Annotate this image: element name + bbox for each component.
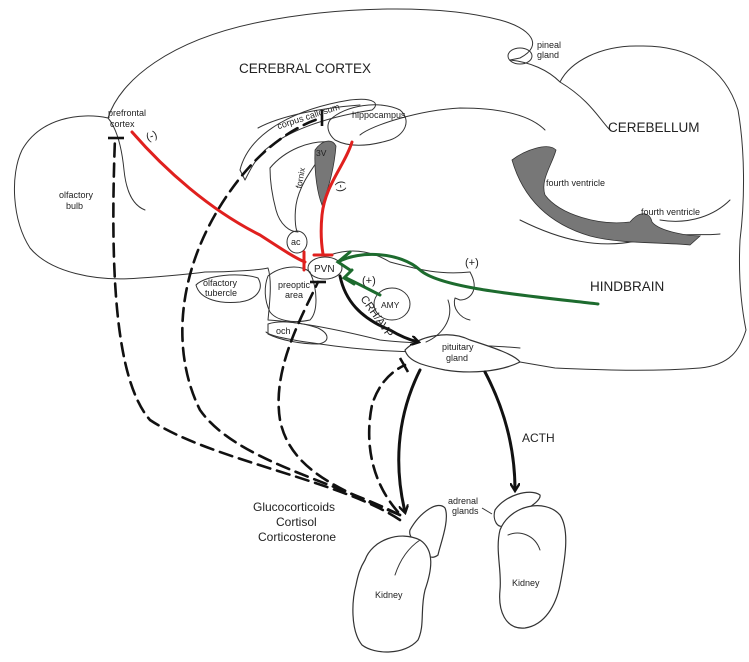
amy-label: AMY bbox=[381, 300, 400, 310]
hindbrain-excitation-sign: (+) bbox=[465, 257, 479, 269]
hippocampus-label: hippocampus bbox=[352, 110, 406, 120]
olfactory-bulb-label-2: bulb bbox=[66, 201, 83, 211]
cortisol-label: Cortisol bbox=[276, 515, 317, 529]
third-ventricle-label: 3V bbox=[316, 148, 327, 158]
pineal-gland-label-1: pineal bbox=[537, 40, 561, 50]
feedback-prefrontal bbox=[113, 138, 400, 520]
fourth-ventricle-label-2: fourth ventricle bbox=[641, 207, 700, 217]
prefrontal-cortex-label-2: cortex bbox=[110, 119, 135, 129]
acth-label: ACTH bbox=[522, 431, 555, 445]
prefrontal-inhibition-sign: (-) bbox=[145, 129, 159, 144]
prefrontal-cortex-label-1: prefrontal bbox=[108, 108, 146, 118]
prefrontal-inhibition-line bbox=[132, 132, 305, 262]
och-label: och bbox=[276, 326, 291, 336]
hindbrain-label: HINDBRAIN bbox=[590, 279, 664, 294]
cerebral-cortex-label: CEREBRAL CORTEX bbox=[239, 61, 371, 76]
pituitary-gland-label-1: pituitary bbox=[442, 342, 474, 352]
olfactory-bulb-label-1: olfactory bbox=[59, 190, 94, 200]
ac-label: ac bbox=[291, 237, 301, 247]
olfactory-tubercle-label-2: tubercle bbox=[205, 288, 237, 298]
pineal-gland-label-2: gland bbox=[537, 50, 559, 60]
preoptic-area-label-1: preoptic bbox=[278, 280, 311, 290]
hippocampus-inhibition-sign: (-) bbox=[334, 180, 348, 193]
corticosterone-label: Corticosterone bbox=[258, 530, 336, 544]
fourth-ventricle-label-1: fourth ventricle bbox=[546, 178, 605, 188]
corpus-callosum-label: corpus callosum bbox=[276, 102, 341, 132]
adrenal-glands-label-1: adrenal bbox=[448, 496, 478, 506]
glucocorticoids-label: Glucocorticoids bbox=[253, 500, 335, 514]
pituitary-gland-label-2: gland bbox=[446, 353, 468, 363]
right-kidney-label: Kidney bbox=[512, 578, 540, 588]
amy-excitation-sign: (+) bbox=[362, 275, 376, 287]
right-kidney bbox=[498, 506, 566, 628]
cerebellum-label: CEREBELLUM bbox=[608, 120, 700, 135]
fourth-ventricle-shape bbox=[512, 147, 700, 245]
preoptic-area-label-2: area bbox=[285, 290, 303, 300]
acth-left-arrow bbox=[399, 370, 420, 512]
pvn-label: PVN bbox=[314, 264, 335, 275]
acth-right-arrow bbox=[485, 372, 515, 490]
olfactory-tubercle-label-1: olfactory bbox=[203, 278, 238, 288]
fornix-label: fornix bbox=[294, 166, 308, 189]
adrenal-glands-label-2: glands bbox=[452, 506, 479, 516]
left-kidney-label: Kidney bbox=[375, 590, 403, 600]
